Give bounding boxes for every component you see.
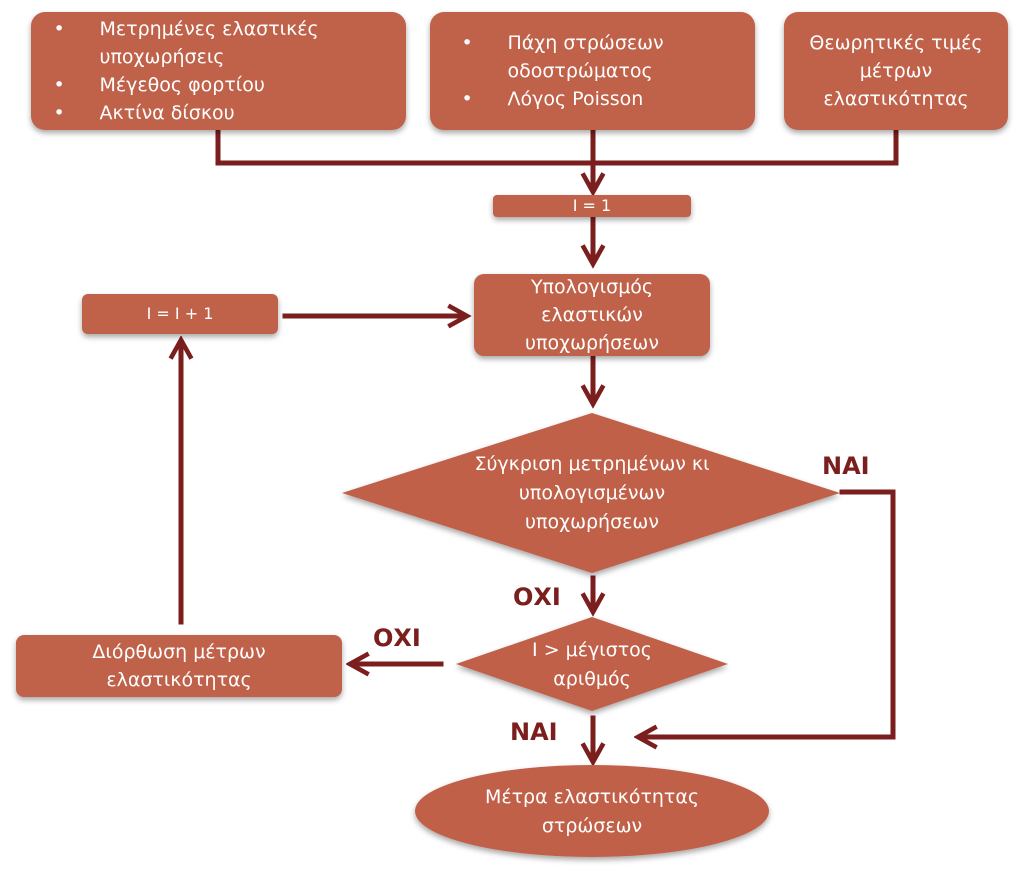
correct-text: Διόρθωση μέτρων ελαστικότητας: [92, 641, 266, 691]
branch-no-check: ΟΧΙ: [373, 624, 421, 652]
compare-label: Σύγκριση μετρημένων κι υπολογισμένων υπο…: [452, 448, 732, 538]
result-label: Μέτρα ελαστικότητας στρώσεων: [470, 782, 714, 842]
connector-input-merge: [215, 128, 899, 166]
compute-text: Υπολογισμός ελαστικών υποχωρήσεων: [525, 276, 659, 354]
init-text: I = 1: [572, 196, 612, 215]
input-item-poisson: Λόγος Poisson: [462, 85, 724, 113]
branch-no-compare: ΟΧΙ: [513, 583, 561, 611]
input-box-theoretical: Θεωρητικές τιμές μέτρων ελαστικότητας: [784, 12, 1008, 130]
input-item-load: Μέγεθος φορτίου: [54, 71, 384, 99]
theoretical-moduli-text: Θεωρητικές τιμές μέτρων ελαστικότητας: [809, 32, 983, 110]
input-box-pavement: Πάχη στρώσεων οδοστρώματος Λόγος Poisson: [430, 12, 755, 130]
input-box-measurements: Μετρημένες ελαστικές υποχωρήσεις Μέγεθος…: [31, 12, 406, 130]
compare-text: Σύγκριση μετρημένων κι υπολογισμένων υπο…: [474, 452, 710, 533]
compare-diamond: [342, 413, 840, 573]
input-item-deflections: Μετρημένες ελαστικές υποχωρήσεις: [54, 15, 384, 71]
check-label: I > μέγιστος αριθμός: [512, 636, 672, 694]
check-text: I > μέγιστος αριθμός: [532, 639, 652, 690]
increment-text: I = I + 1: [146, 304, 214, 323]
input-item-thickness: Πάχη στρώσεων οδοστρώματος: [462, 29, 724, 85]
increment-box: I = I + 1: [82, 294, 278, 334]
check-diamond: [456, 617, 728, 711]
input-item-radius: Ακτίνα δίσκου: [54, 99, 384, 127]
correct-box: Διόρθωση μέτρων ελαστικότητας: [16, 635, 342, 697]
connector-compare-yes: [839, 489, 896, 740]
branch-yes-check: ΝΑΙ: [510, 718, 558, 746]
compute-box: Υπολογισμός ελαστικών υποχωρήσεων: [474, 274, 710, 356]
result-terminator: [415, 765, 769, 857]
branch-yes-compare: ΝΑΙ: [822, 452, 870, 480]
init-box: I = 1: [493, 195, 691, 217]
result-text: Μέτρα ελαστικότητας στρώσεων: [484, 786, 700, 837]
